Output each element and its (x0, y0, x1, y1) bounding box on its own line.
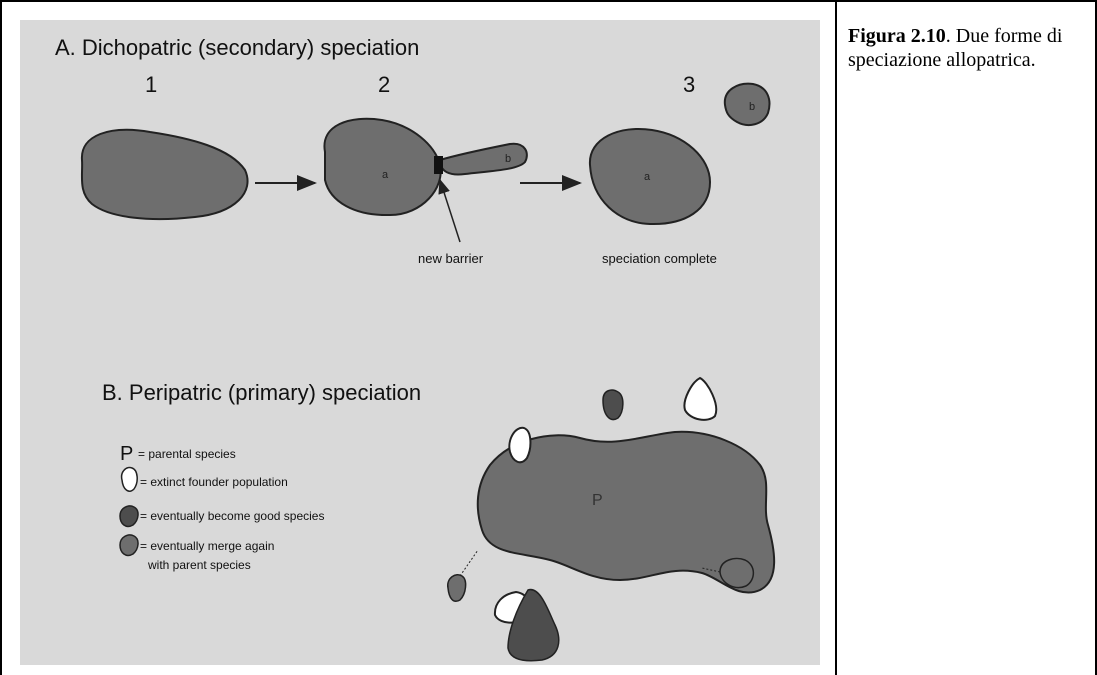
new-barrier-pointer (440, 180, 460, 242)
stage-2-population-a (324, 119, 440, 215)
new-barrier-mark (434, 156, 443, 174)
legend-parental-species: = parental species (138, 447, 236, 461)
founder-extinct-top-right (684, 378, 716, 420)
stage-1-label: 1 (145, 72, 157, 97)
section-b-title: B. Peripatric (primary) speciation (102, 380, 421, 405)
speciation-complete-label: speciation complete (602, 251, 717, 266)
stage-2-region-b-label: b (505, 153, 511, 165)
stage-1-population-blob (82, 130, 248, 219)
caption-label: Figura 2.10 (848, 25, 946, 47)
stage-3-population-b (725, 84, 770, 125)
frame-left-border (0, 0, 2, 675)
stage-2-population-b (440, 144, 527, 175)
legend-extinct-founder-icon (122, 468, 138, 492)
frame-top-border (0, 0, 1097, 2)
stage-3-label: 3 (683, 72, 695, 97)
legend-p-symbol: P (120, 443, 133, 465)
stage-3-region-b-label: b (749, 101, 755, 113)
stage-2-region-a-label: a (382, 169, 389, 181)
founder-good-species-top (603, 390, 623, 419)
legend-merge-icon (120, 535, 138, 555)
frame-divider (835, 0, 837, 675)
founder-merge-bottom-left (448, 575, 466, 602)
section-a-title: A. Dichopatric (secondary) speciation (55, 35, 419, 60)
stage-2-label: 2 (378, 72, 390, 97)
stage-3-region-a-label: a (644, 171, 651, 183)
parent-species-label: P (592, 492, 603, 509)
legend-extinct-founder: = extinct founder population (140, 475, 288, 489)
founder-merge-right (720, 559, 753, 588)
legend-good-species-icon (120, 506, 138, 526)
new-barrier-label: new barrier (418, 251, 484, 266)
figure-caption: Figura 2.10. Due forme di speciazione al… (848, 24, 1078, 72)
speciation-figure: A. Dichopatric (secondary) speciation 1 … (20, 20, 820, 665)
legend-merge-line1: = eventually merge again (140, 539, 274, 553)
legend-merge-line2: with parent species (147, 558, 251, 572)
legend-good-species: = eventually become good species (140, 509, 324, 523)
founder-extinct-left (509, 428, 530, 462)
speciation-diagram: A. Dichopatric (secondary) speciation 1 … (20, 20, 820, 665)
founder-merge-link-left (460, 550, 478, 576)
